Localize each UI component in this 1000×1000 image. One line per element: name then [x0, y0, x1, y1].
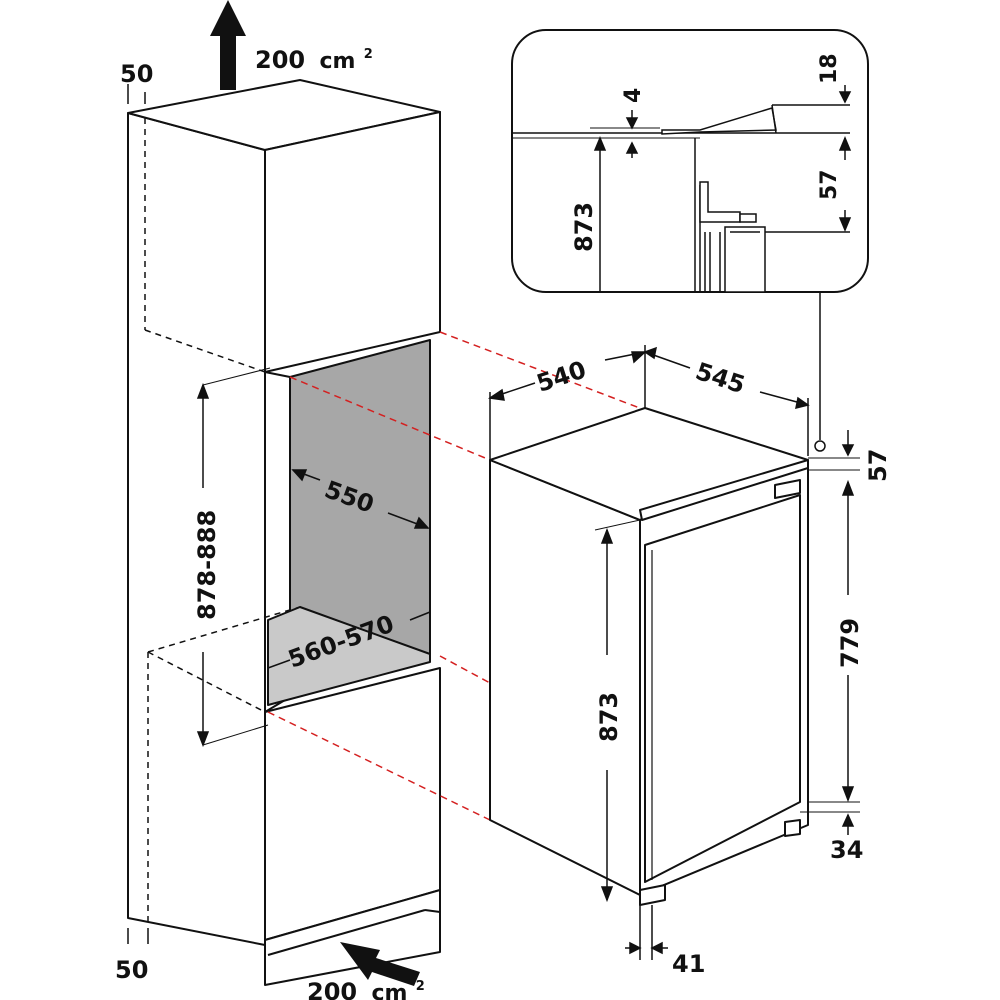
cabinet-hidden-edges: [144, 118, 301, 925]
detail-height-label: 873: [570, 202, 598, 252]
appliance-hinge: [774, 479, 801, 499]
appliance-depth-label: 545: [692, 357, 748, 399]
top-offset-dimension: [808, 430, 860, 459]
niche-height-label: 878-888: [193, 510, 221, 620]
vent-top-value: 200: [255, 46, 305, 74]
appliance-top-rail: [639, 459, 809, 521]
detail-frame: [511, 29, 869, 293]
door-height-dimension: [808, 469, 860, 803]
gap-top-label: 50: [120, 60, 153, 88]
niche-width-dimension: [291, 469, 430, 529]
niche-height-dimension: [196, 367, 271, 748]
gap-markers: [127, 84, 149, 944]
detail-leader: [814, 292, 826, 452]
detail-gap-label: 4: [621, 88, 646, 103]
vent-arrow-top: [210, 0, 246, 90]
appliance-height-label: 873: [595, 692, 623, 742]
vent-top-sup: 2: [364, 47, 373, 62]
vent-arrow-bottom: [340, 942, 420, 986]
vent-top-label: 200 cm 2: [255, 46, 373, 74]
vent-bottom-value: 200: [307, 978, 357, 1000]
vent-bottom-sup: 2: [416, 979, 425, 994]
door-bottom-label: 34: [830, 836, 863, 864]
appliance-foot-front: [639, 884, 666, 906]
appliance-door: [644, 494, 801, 883]
cabinet-plinth: [264, 889, 441, 986]
cabinet: [127, 79, 441, 986]
door-front-label: 41: [672, 950, 705, 978]
vent-bottom-label: 200 cm 2: [307, 978, 425, 1000]
projection-lines: [267, 331, 646, 821]
detail-top-label: 18: [817, 53, 842, 84]
appliance-foot-back: [784, 819, 801, 837]
detail-mid-label: 57: [817, 169, 842, 200]
appliance-height-dimension: [594, 519, 641, 903]
top-offset-label: 57: [864, 449, 892, 482]
gap-bottom-label: 50: [115, 956, 148, 984]
niche-depth-dimension: [267, 611, 431, 669]
bottom-offset-dimension: [800, 811, 860, 835]
appliance: [489, 407, 809, 906]
appliance-top-dimensions: [487, 345, 810, 460]
vent-top-unit: cm: [319, 49, 355, 74]
front-offset-dimension: [625, 905, 668, 960]
niche-floor: [267, 606, 431, 706]
detail-view: [511, 29, 869, 293]
vent-bottom-unit: cm: [371, 981, 407, 1000]
door-height-label: 779: [836, 618, 864, 668]
appliance-width-label: 540: [533, 356, 589, 398]
cabinet-upper-front: [264, 111, 441, 373]
